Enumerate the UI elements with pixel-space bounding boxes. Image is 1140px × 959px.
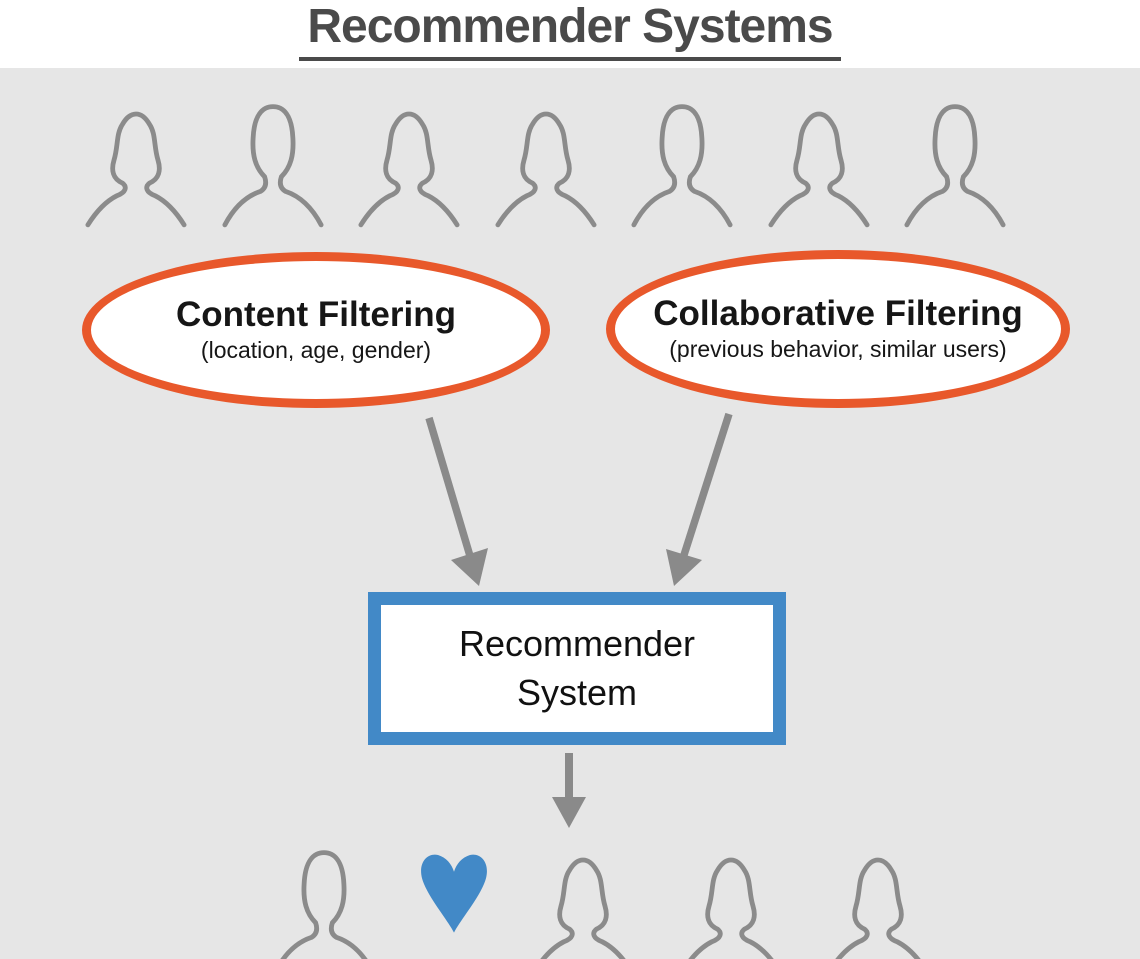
heart-icon: [414, 846, 494, 936]
recommender-system-label-line2: System: [516, 671, 638, 713]
target-users-row: [266, 838, 936, 959]
content-filtering-node: Content Filtering (location, age, gender…: [82, 252, 550, 408]
male-user-silhouette-icon: [897, 92, 1013, 228]
title-band: Recommender Systems: [0, 0, 1140, 68]
female-user-silhouette-icon: [351, 92, 467, 228]
male-user-silhouette-icon: [624, 92, 740, 228]
female-user-silhouette-icon: [488, 92, 604, 228]
female-user-silhouette-icon: [820, 838, 936, 959]
content-filtering-label: Content Filtering: [176, 294, 456, 334]
female-user-silhouette-icon: [525, 838, 641, 959]
content-filtering-sublabel: (location, age, gender): [200, 337, 432, 364]
recommender-system-label-line1: Recommender: [458, 622, 696, 664]
female-user-silhouette-icon: [673, 838, 789, 959]
female-user-silhouette-icon: [78, 92, 194, 228]
all-users-row: [78, 92, 1013, 230]
male-user-silhouette-icon: [215, 92, 331, 228]
recommender-system-node: Recommender System: [368, 592, 786, 745]
collaborative-filtering-sublabel: (previous behavior, similar users): [669, 336, 1007, 363]
collaborative-filtering-node: Collaborative Filtering (previous behavi…: [606, 250, 1070, 408]
female-user-silhouette-icon: [761, 92, 877, 228]
collaborative-filtering-label: Collaborative Filtering: [653, 293, 1023, 333]
male-user-silhouette-icon: [266, 838, 382, 959]
page-title: Recommender Systems: [299, 0, 841, 62]
